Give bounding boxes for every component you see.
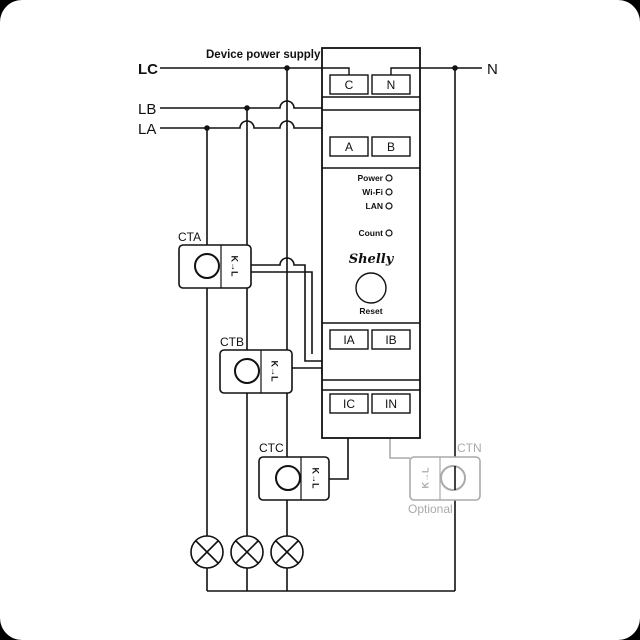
terminal-b-label: B — [387, 140, 395, 154]
lb-line — [160, 100, 391, 137]
lamp-a-icon — [190, 535, 224, 569]
cta-to-ia — [250, 257, 351, 362]
brand-logo: Shelly — [349, 252, 395, 267]
label-la: LA — [138, 121, 156, 138]
ct-c-label: CTC — [259, 441, 284, 455]
ct-a-label: CTA — [178, 230, 201, 244]
led-power-icon — [385, 174, 393, 182]
lamp-b-icon — [230, 535, 264, 569]
ct-a: K→L — [178, 244, 252, 289]
cta-to-ia-2 — [250, 271, 313, 354]
terminal-a-label: A — [345, 140, 353, 154]
terminal-in-label: IN — [385, 397, 397, 411]
terminal-ib — [371, 329, 411, 350]
terminal-ib-label: IB — [385, 333, 396, 347]
terminal-a — [329, 136, 369, 157]
terminal-ia-label: IA — [343, 333, 354, 347]
terminal-b — [371, 136, 411, 157]
label-lb: LB — [138, 101, 156, 118]
ct-b-label: CTB — [220, 335, 244, 349]
ct-a-marker: K→L — [230, 256, 240, 277]
led-count-label: Count — [358, 228, 383, 238]
led-wifi-icon — [385, 188, 393, 196]
supply-label: Device power supply — [206, 49, 321, 61]
lamps — [190, 535, 304, 569]
terminal-in — [371, 393, 411, 414]
ct-n-label: CTN — [457, 441, 482, 455]
led-wifi-label: Wi-Fi — [362, 187, 383, 197]
ct-c: K→L — [258, 456, 330, 501]
ct-b-marker: K→L — [270, 361, 280, 382]
ct-c-marker: K→L — [311, 468, 321, 489]
terminal-ia — [329, 329, 369, 350]
junction-dots — [204, 65, 458, 131]
device-body — [321, 47, 421, 439]
ct-n: K→L — [409, 456, 481, 501]
led-power-label: Power — [357, 173, 383, 183]
led-lan-icon — [385, 202, 393, 210]
label-n: N — [487, 61, 498, 78]
led-count-icon — [385, 229, 393, 237]
ct-b: K→L — [219, 349, 293, 394]
lamp-c-icon — [270, 535, 304, 569]
reset-label: Reset — [359, 306, 382, 316]
la-line — [160, 120, 351, 137]
optional-label: Optional — [408, 502, 453, 516]
reset-button[interactable] — [355, 272, 387, 304]
terminal-c-label: C — [345, 78, 354, 92]
label-lc: LC — [138, 61, 158, 78]
ct-n-marker: K→L — [420, 467, 430, 488]
terminal-ic-label: IC — [343, 397, 355, 411]
terminal-ic — [329, 393, 369, 414]
led-indicators — [385, 174, 393, 237]
led-lan-label: LAN — [366, 201, 383, 211]
terminal-n-label: N — [387, 78, 396, 92]
